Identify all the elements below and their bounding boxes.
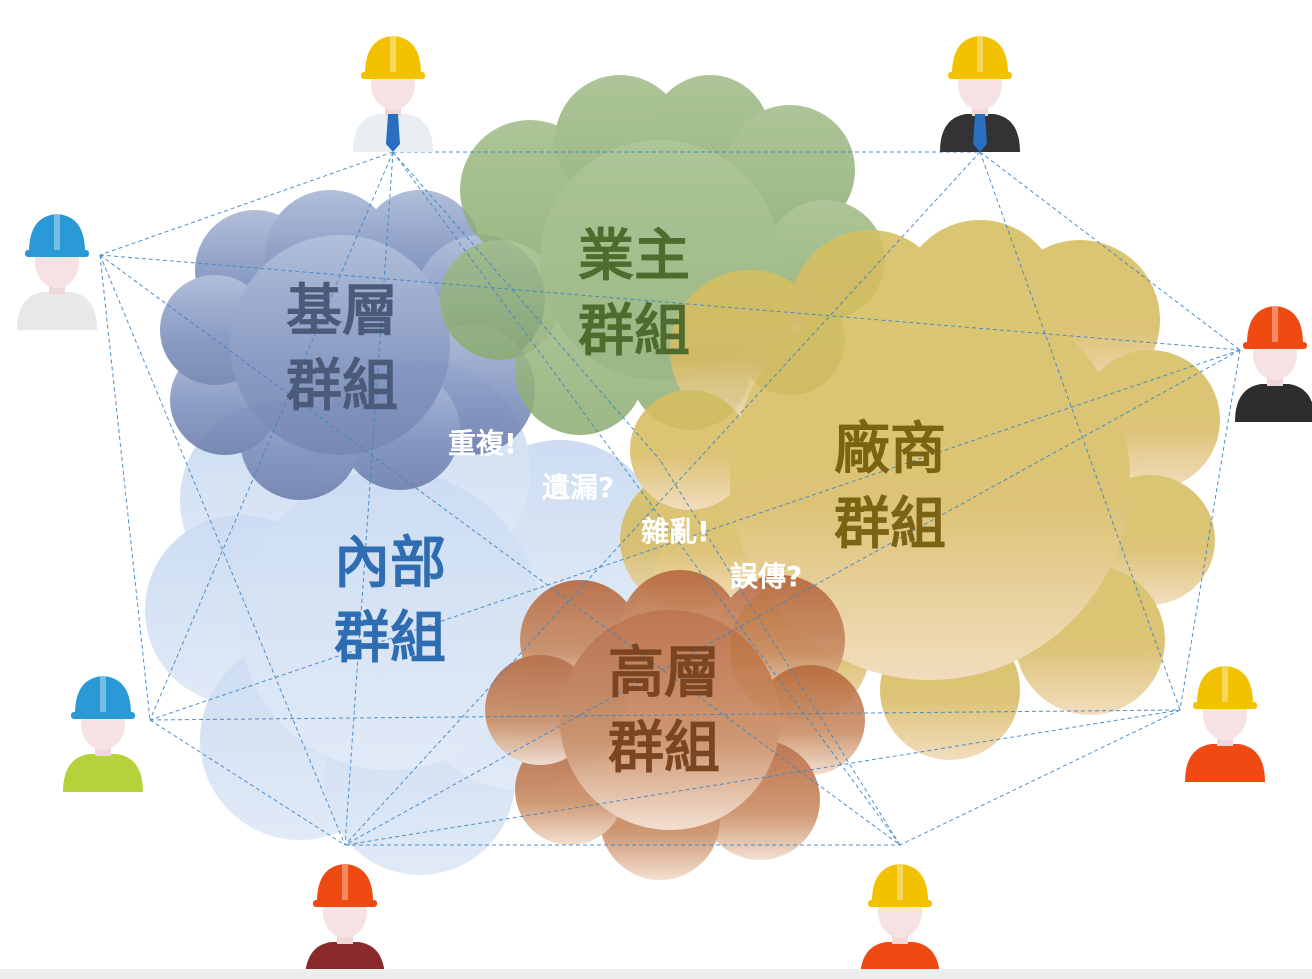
executive-group-cloud [485, 570, 865, 880]
worker-bottom-left-icon [63, 676, 143, 792]
owner-label-line1: 業主 [578, 224, 690, 289]
owner-label-line2: 群組 [578, 299, 690, 364]
vendor-group-label: 廠商 群組 [834, 417, 946, 557]
vendor-label-line1: 廠商 [834, 417, 946, 482]
grassroots-group-label: 基層 群組 [286, 279, 398, 419]
executive-group-label: 高層 群組 [608, 641, 720, 781]
worker-left-icon [17, 214, 97, 330]
internal-label-line2: 群組 [334, 606, 446, 671]
grassroots-group-cloud [160, 190, 545, 500]
network-lines [99, 151, 1241, 846]
worker-bottom-icon [305, 864, 385, 979]
grassroots-label-line1: 基層 [286, 279, 398, 344]
executive-label-line2: 群組 [608, 716, 720, 781]
issue-omission: 遺漏? [542, 471, 614, 504]
worker-bottom-center-icon [860, 864, 940, 979]
owner-group-label: 業主 群組 [578, 224, 690, 364]
issue-messy: 雜亂! [641, 515, 710, 548]
worker-bottom-right-icon [1185, 666, 1265, 782]
issue-duplicate: 重複! [448, 427, 517, 460]
worker-right-icon [1235, 306, 1312, 422]
issue-misdelivery: 誤傳? [730, 560, 802, 593]
bottom-strip [0, 969, 1312, 979]
people-layer [17, 36, 1312, 979]
grassroots-label-line2: 群組 [286, 354, 398, 419]
internal-label-line1: 內部 [334, 531, 446, 596]
worker-top-right-icon [940, 36, 1020, 152]
executive-label-line1: 高層 [608, 641, 720, 706]
worker-top-left-icon [353, 36, 433, 152]
vendor-label-line2: 群組 [834, 492, 946, 557]
internal-group-label: 內部 群組 [334, 531, 446, 671]
